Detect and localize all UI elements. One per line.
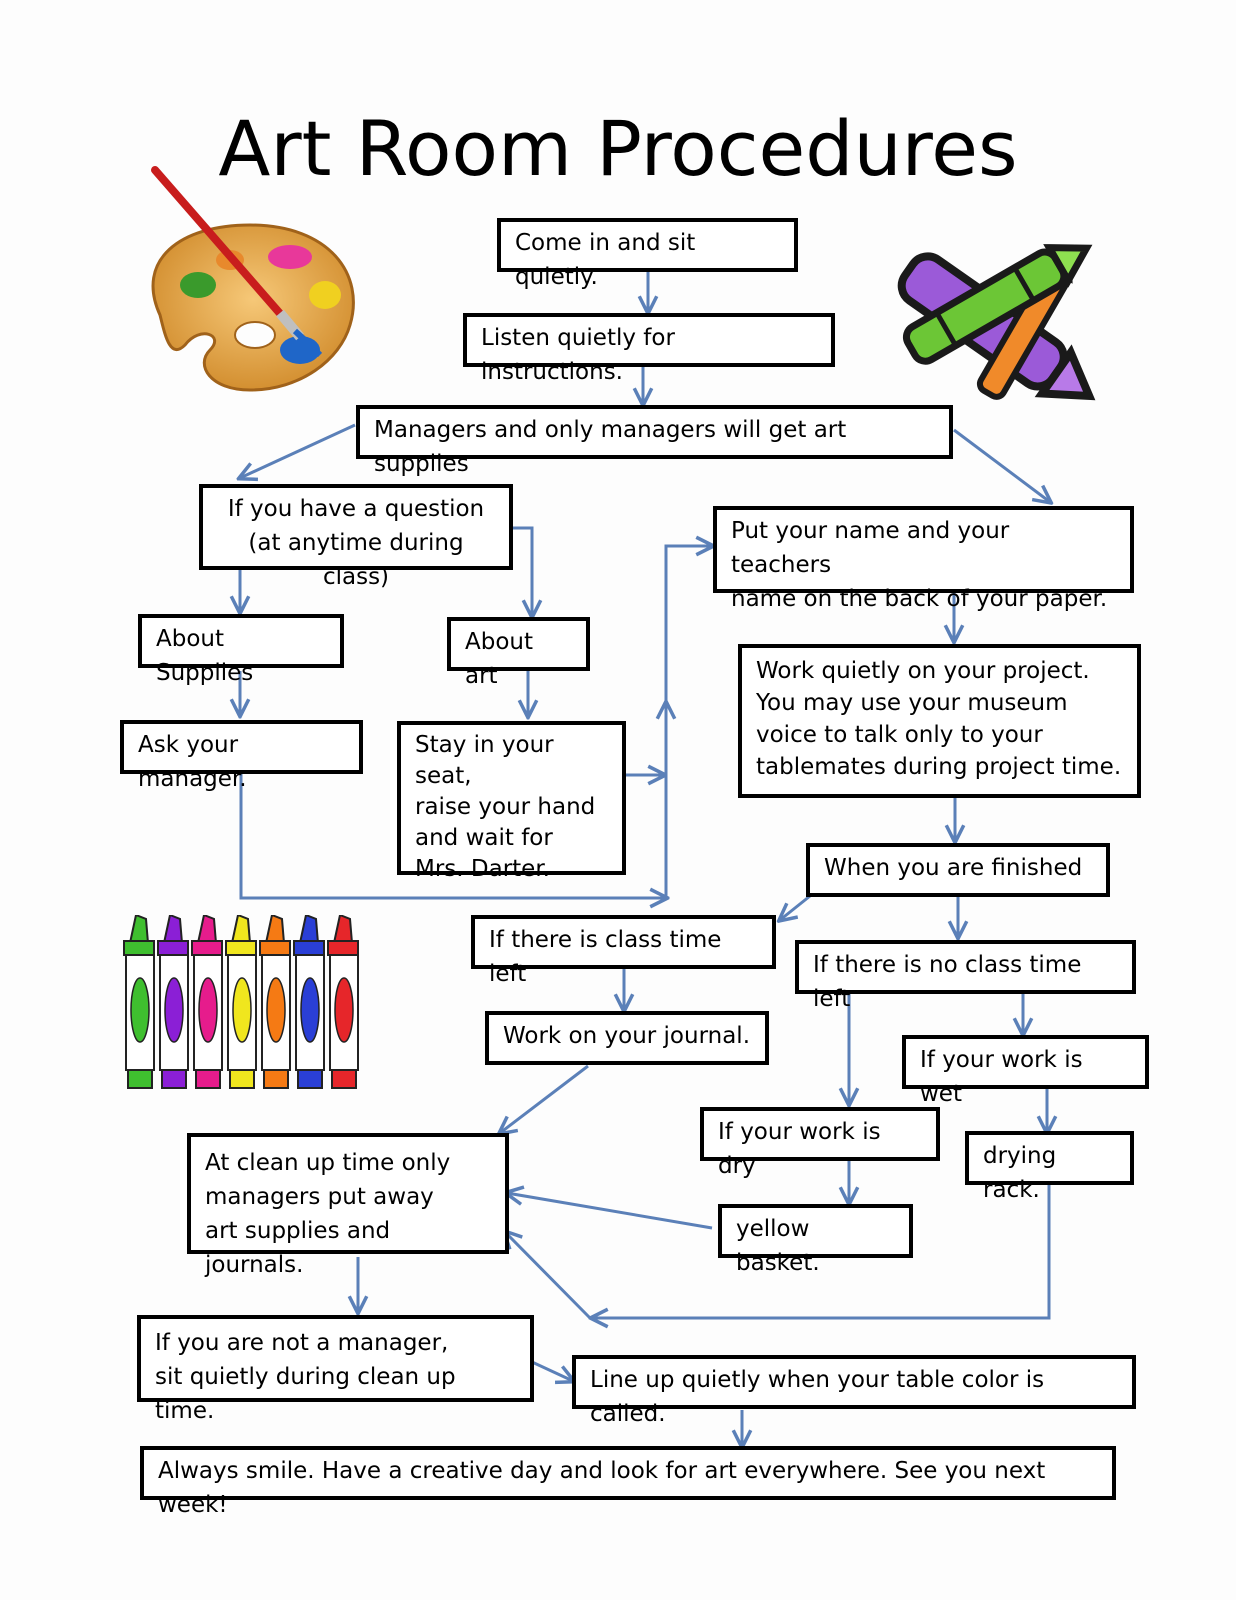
step-come-in: Come in and sit quietly. bbox=[497, 218, 798, 290]
arrow bbox=[531, 1360, 573, 1381]
step-journal: Work on your journal. bbox=[485, 1011, 769, 1065]
arrow bbox=[780, 894, 811, 920]
step-drying-rack: drying rack. bbox=[965, 1131, 1134, 1203]
arrow bbox=[513, 526, 532, 616]
step-not-manager: If you are not a manager, sit quietly du… bbox=[137, 1315, 534, 1424]
arrow bbox=[664, 546, 712, 898]
marker-icon bbox=[123, 915, 155, 1089]
step-question: If you have a question (at anytime durin… bbox=[199, 484, 513, 590]
step-about-supplies: About Supplies bbox=[138, 614, 344, 686]
step-about-art: About art bbox=[447, 617, 590, 689]
marker-icon bbox=[191, 915, 223, 1089]
arrow bbox=[953, 428, 1050, 502]
paint-palette-icon bbox=[151, 166, 355, 392]
step-listen: Listen quietly for instructions. bbox=[463, 313, 835, 385]
marker-icon bbox=[259, 915, 291, 1089]
step-work-dry: If your work is dry bbox=[700, 1107, 940, 1179]
step-line-up: Line up quietly when your table color is… bbox=[572, 1355, 1136, 1427]
step-ask-manager: Ask your manager. bbox=[120, 720, 363, 792]
marker-icon bbox=[157, 915, 189, 1089]
markers-icon bbox=[123, 915, 359, 1089]
arrow bbox=[507, 1193, 713, 1230]
step-put-name: Put your name and your teachers name on … bbox=[713, 506, 1134, 612]
step-work-quietly: Work quietly on your project. You may us… bbox=[738, 644, 1141, 798]
arrow bbox=[240, 423, 356, 478]
arrow bbox=[592, 1184, 1051, 1318]
step-stay-seat: Stay in your seat, raise your hand and w… bbox=[397, 721, 626, 882]
page-title: Art Room Procedures bbox=[218, 104, 1018, 193]
step-clean-up: At clean up time only managers put away … bbox=[187, 1133, 509, 1278]
step-time-left: If there is class time left bbox=[471, 915, 776, 987]
arrow bbox=[239, 774, 666, 898]
step-finished: When you are finished bbox=[806, 843, 1110, 897]
marker-icon bbox=[327, 915, 359, 1089]
arrow bbox=[500, 1064, 589, 1133]
crayons-icon bbox=[897, 244, 1096, 401]
step-no-time-left: If there is no class time left bbox=[795, 940, 1136, 1012]
step-always-smile: Always smile. Have a creative day and lo… bbox=[140, 1446, 1116, 1518]
step-work-wet: If your work is wet bbox=[902, 1035, 1149, 1107]
step-managers-supplies: Managers and only managers will get art … bbox=[356, 405, 953, 477]
marker-icon bbox=[225, 915, 257, 1089]
arrow bbox=[505, 1232, 592, 1320]
marker-icon bbox=[293, 915, 325, 1089]
step-yellow-basket: yellow basket. bbox=[718, 1204, 913, 1276]
